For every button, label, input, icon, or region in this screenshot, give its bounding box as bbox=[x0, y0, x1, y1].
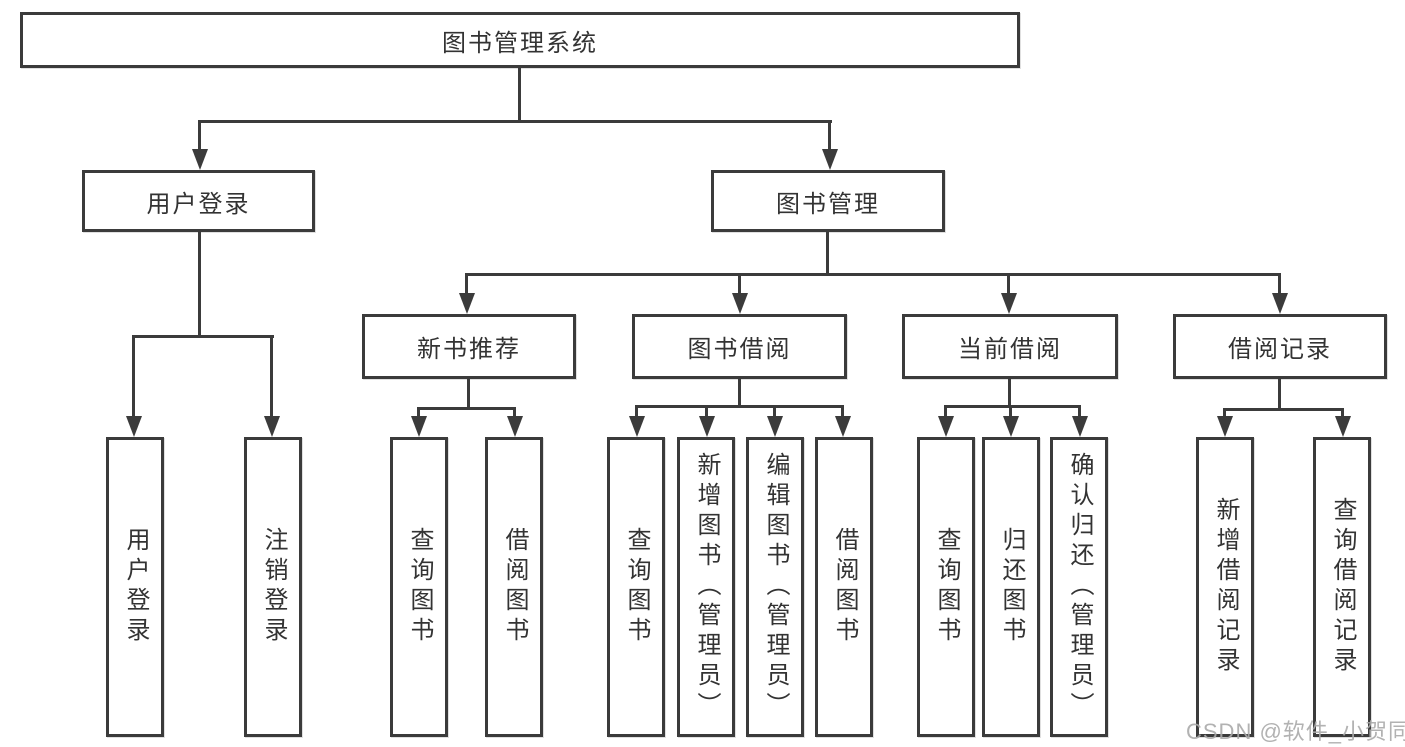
leaf-label: 编辑图书（管理员） bbox=[762, 452, 789, 722]
leaf-query-books-recommend: 查询图书 bbox=[390, 437, 448, 737]
arrow-down-icon bbox=[1072, 416, 1088, 437]
connector-level3-rail bbox=[465, 273, 1281, 276]
connector-current-stem bbox=[1008, 379, 1011, 405]
node-label: 图书管理系统 bbox=[442, 29, 598, 57]
connector-stem bbox=[773, 405, 776, 419]
connector-stem bbox=[1278, 273, 1281, 296]
node-root-library-system: 图书管理系统 bbox=[20, 12, 1020, 68]
leaf-label: 查询图书 bbox=[933, 527, 960, 647]
node-label: 图书借阅 bbox=[687, 336, 792, 363]
arrow-down-icon bbox=[1217, 416, 1233, 437]
connector-stem bbox=[1007, 273, 1010, 296]
leaf-confirm-return-admin: 确认归还（管理员） bbox=[1050, 437, 1108, 737]
connector-stem bbox=[841, 405, 844, 419]
arrow-down-icon bbox=[126, 416, 142, 437]
connector-stem bbox=[944, 405, 947, 419]
leaf-label: 新增图书（管理员） bbox=[693, 452, 720, 722]
leaf-label: 归还图书 bbox=[998, 527, 1025, 647]
node-label: 新书推荐 bbox=[417, 336, 521, 363]
connector-stem bbox=[198, 120, 201, 154]
leaf-query-borrow-record: 查询借阅记录 bbox=[1313, 437, 1371, 737]
connector-stem bbox=[1341, 408, 1344, 419]
connector-records-stem bbox=[1278, 379, 1281, 408]
leaf-label: 注销登录 bbox=[260, 527, 287, 647]
arrow-down-icon bbox=[629, 416, 645, 437]
arrow-down-icon bbox=[1335, 416, 1351, 437]
connector-stem bbox=[635, 405, 638, 419]
leaf-borrow-books: 借阅图书 bbox=[815, 437, 873, 737]
arrow-down-icon bbox=[732, 293, 748, 314]
connector-borrowing-stem bbox=[738, 379, 741, 405]
connector-current-rail bbox=[944, 405, 1081, 408]
leaf-add-borrow-record: 新增借阅记录 bbox=[1196, 437, 1254, 737]
leaf-label: 确认归还（管理员） bbox=[1066, 452, 1093, 722]
node-borrowing-records: 借阅记录 bbox=[1173, 314, 1387, 379]
connector-stem bbox=[1223, 408, 1226, 419]
node-book-management: 图书管理 bbox=[711, 170, 945, 232]
connector-bookmgmt-stem bbox=[826, 232, 829, 273]
leaf-label: 查询图书 bbox=[406, 527, 433, 647]
connector-records-rail bbox=[1223, 408, 1344, 411]
arrow-down-icon bbox=[507, 416, 523, 437]
node-label: 借阅记录 bbox=[1228, 336, 1332, 363]
arrow-down-icon bbox=[411, 416, 427, 437]
leaf-borrow-books-recommend: 借阅图书 bbox=[485, 437, 543, 737]
connector-userlogin-rail bbox=[132, 335, 274, 338]
connector-recommend-stem bbox=[467, 379, 470, 407]
connector-stem bbox=[738, 273, 741, 296]
leaf-label: 借阅图书 bbox=[831, 527, 858, 647]
arrow-down-icon bbox=[192, 149, 208, 170]
leaf-label: 查询借阅记录 bbox=[1329, 497, 1356, 677]
leaf-label: 借阅图书 bbox=[501, 527, 528, 647]
connector-stem bbox=[513, 407, 516, 419]
arrow-down-icon bbox=[264, 416, 280, 437]
arrow-down-icon bbox=[767, 416, 783, 437]
leaf-return-books: 归还图书 bbox=[982, 437, 1040, 737]
connector-stem bbox=[705, 405, 708, 419]
arrow-down-icon bbox=[835, 416, 851, 437]
leaf-label: 用户登录 bbox=[122, 527, 149, 647]
leaf-query-books-current: 查询图书 bbox=[917, 437, 975, 737]
node-current-borrowing: 当前借阅 bbox=[902, 314, 1118, 379]
connector-recommend-rail bbox=[417, 407, 516, 410]
leaf-edit-books-admin: 编辑图书（管理员） bbox=[746, 437, 804, 737]
leaf-label: 新增借阅记录 bbox=[1212, 497, 1239, 677]
connector-borrowing-rail bbox=[635, 405, 844, 408]
leaf-add-books-admin: 新增图书（管理员） bbox=[677, 437, 735, 737]
connector-stem bbox=[1078, 405, 1081, 419]
leaf-user-login: 用户登录 bbox=[106, 437, 164, 737]
arrow-down-icon bbox=[1001, 293, 1017, 314]
leaf-query-books-borrowing: 查询图书 bbox=[607, 437, 665, 737]
arrow-down-icon bbox=[938, 416, 954, 437]
connector-userlogin-stem bbox=[198, 232, 201, 335]
arrow-down-icon bbox=[1272, 293, 1288, 314]
connector-stem bbox=[417, 407, 420, 419]
connector-stem bbox=[270, 335, 273, 419]
node-label: 用户登录 bbox=[146, 190, 251, 218]
connector-level1-rail bbox=[198, 120, 832, 123]
connector-stem bbox=[132, 335, 135, 419]
connector-stem bbox=[1009, 405, 1012, 419]
arrow-down-icon bbox=[699, 416, 715, 437]
node-book-borrowing: 图书借阅 bbox=[632, 314, 847, 379]
arrow-down-icon bbox=[459, 293, 475, 314]
node-label: 图书管理 bbox=[776, 190, 880, 218]
connector-stem bbox=[465, 273, 468, 296]
leaf-logout: 注销登录 bbox=[244, 437, 302, 737]
arrow-down-icon bbox=[822, 149, 838, 170]
csdn-watermark: CSDN @软件_小贺同学 bbox=[1186, 719, 1405, 744]
leaf-label: 查询图书 bbox=[623, 527, 650, 647]
connector-root-stem bbox=[518, 68, 521, 120]
arrow-down-icon bbox=[1003, 416, 1019, 437]
node-new-book-recommend: 新书推荐 bbox=[362, 314, 576, 379]
node-label: 当前借阅 bbox=[958, 336, 1062, 363]
node-user-login: 用户登录 bbox=[82, 170, 315, 232]
connector-stem bbox=[828, 120, 831, 154]
